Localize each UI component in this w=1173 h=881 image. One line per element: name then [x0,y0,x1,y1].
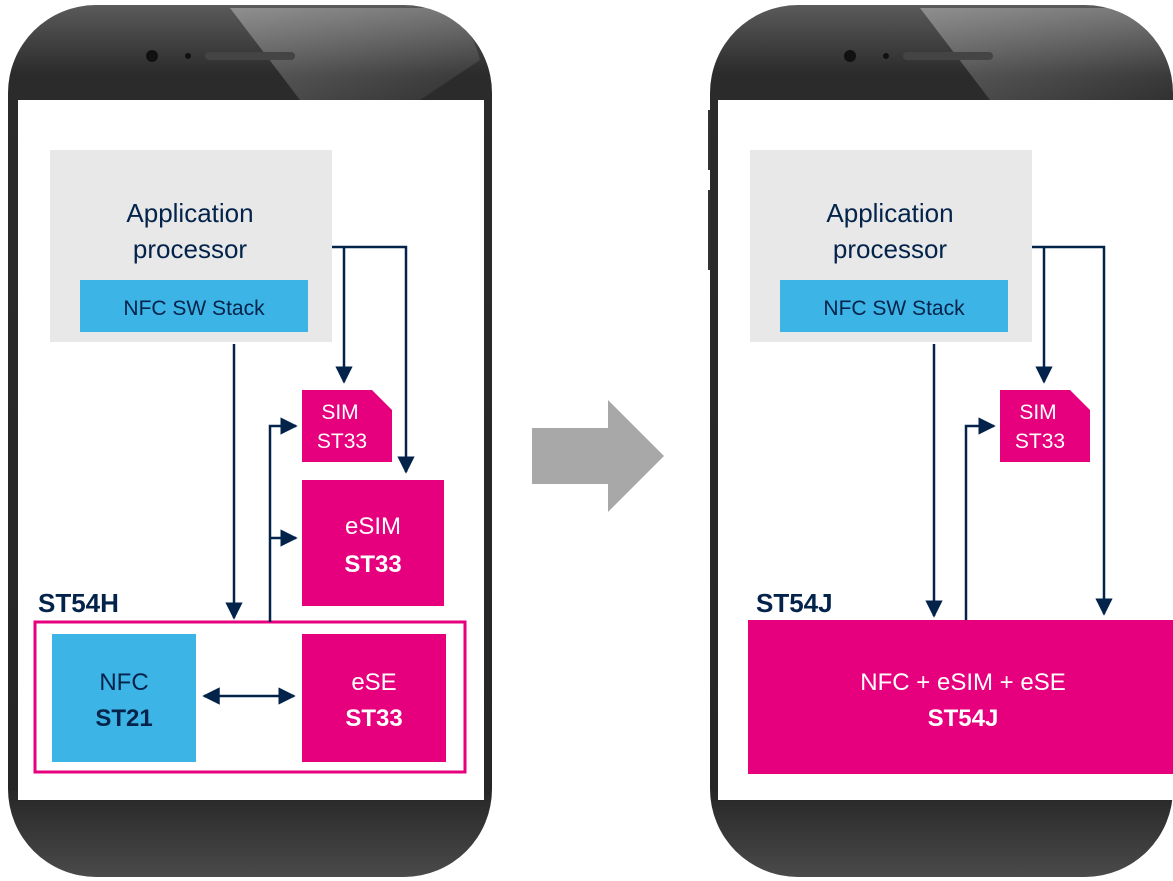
st54j-combo-box [748,620,1173,774]
esim-box [302,480,444,606]
ap-to-chip-arrow-2 [1032,245,1113,616]
esim-chip-label: ST33 [344,551,401,578]
sim-card-icon [302,390,392,462]
nfc-sw-stack-box [80,280,308,332]
sim-card-icon [1000,390,1090,462]
app-title-line1: Application [826,198,953,228]
right-arrow-icon [532,400,664,512]
st54j-chip-label: ST54J [756,588,833,618]
app-title-line1: Application [126,198,253,228]
nfc-sw-stack-box [780,280,1008,332]
left-phone: Application processor NFC SW Stack SIM S… [8,5,492,877]
ese-label: eSE [351,669,396,696]
sim-label: SIM [321,401,358,424]
ap-to-esim-arrow [332,245,415,474]
sim-label: SIM [1019,401,1056,424]
right-phone: Application processor NFC SW Stack SIM S… [708,5,1173,877]
app-title-line2: processor [133,234,247,264]
st54h-group-label: ST54H [38,588,119,618]
combo-label: NFC + eSIM + eSE [860,669,1065,696]
esim-label: eSIM [345,513,401,540]
nfc-label: NFC [99,669,148,696]
sim-chip-label: ST33 [1015,430,1065,453]
nfc-sw-stack-label: NFC SW Stack [823,297,965,320]
app-title-line2: processor [833,234,947,264]
st54h-group-frame [33,620,467,774]
left-connectors [202,245,415,705]
ese-box [302,634,446,762]
nfc-to-sim-arrow [268,417,298,622]
sim-chip-label: ST33 [317,430,367,453]
nfc-box [52,634,196,762]
right-connectors [925,245,1113,620]
nfc-sw-stack-label: NFC SW Stack [123,297,265,320]
ese-chip-label: ST33 [345,705,402,732]
nfc-chip-label: ST21 [95,705,152,732]
chip-to-sim-arrow [964,417,996,620]
combo-chip-label: ST54J [928,705,999,732]
